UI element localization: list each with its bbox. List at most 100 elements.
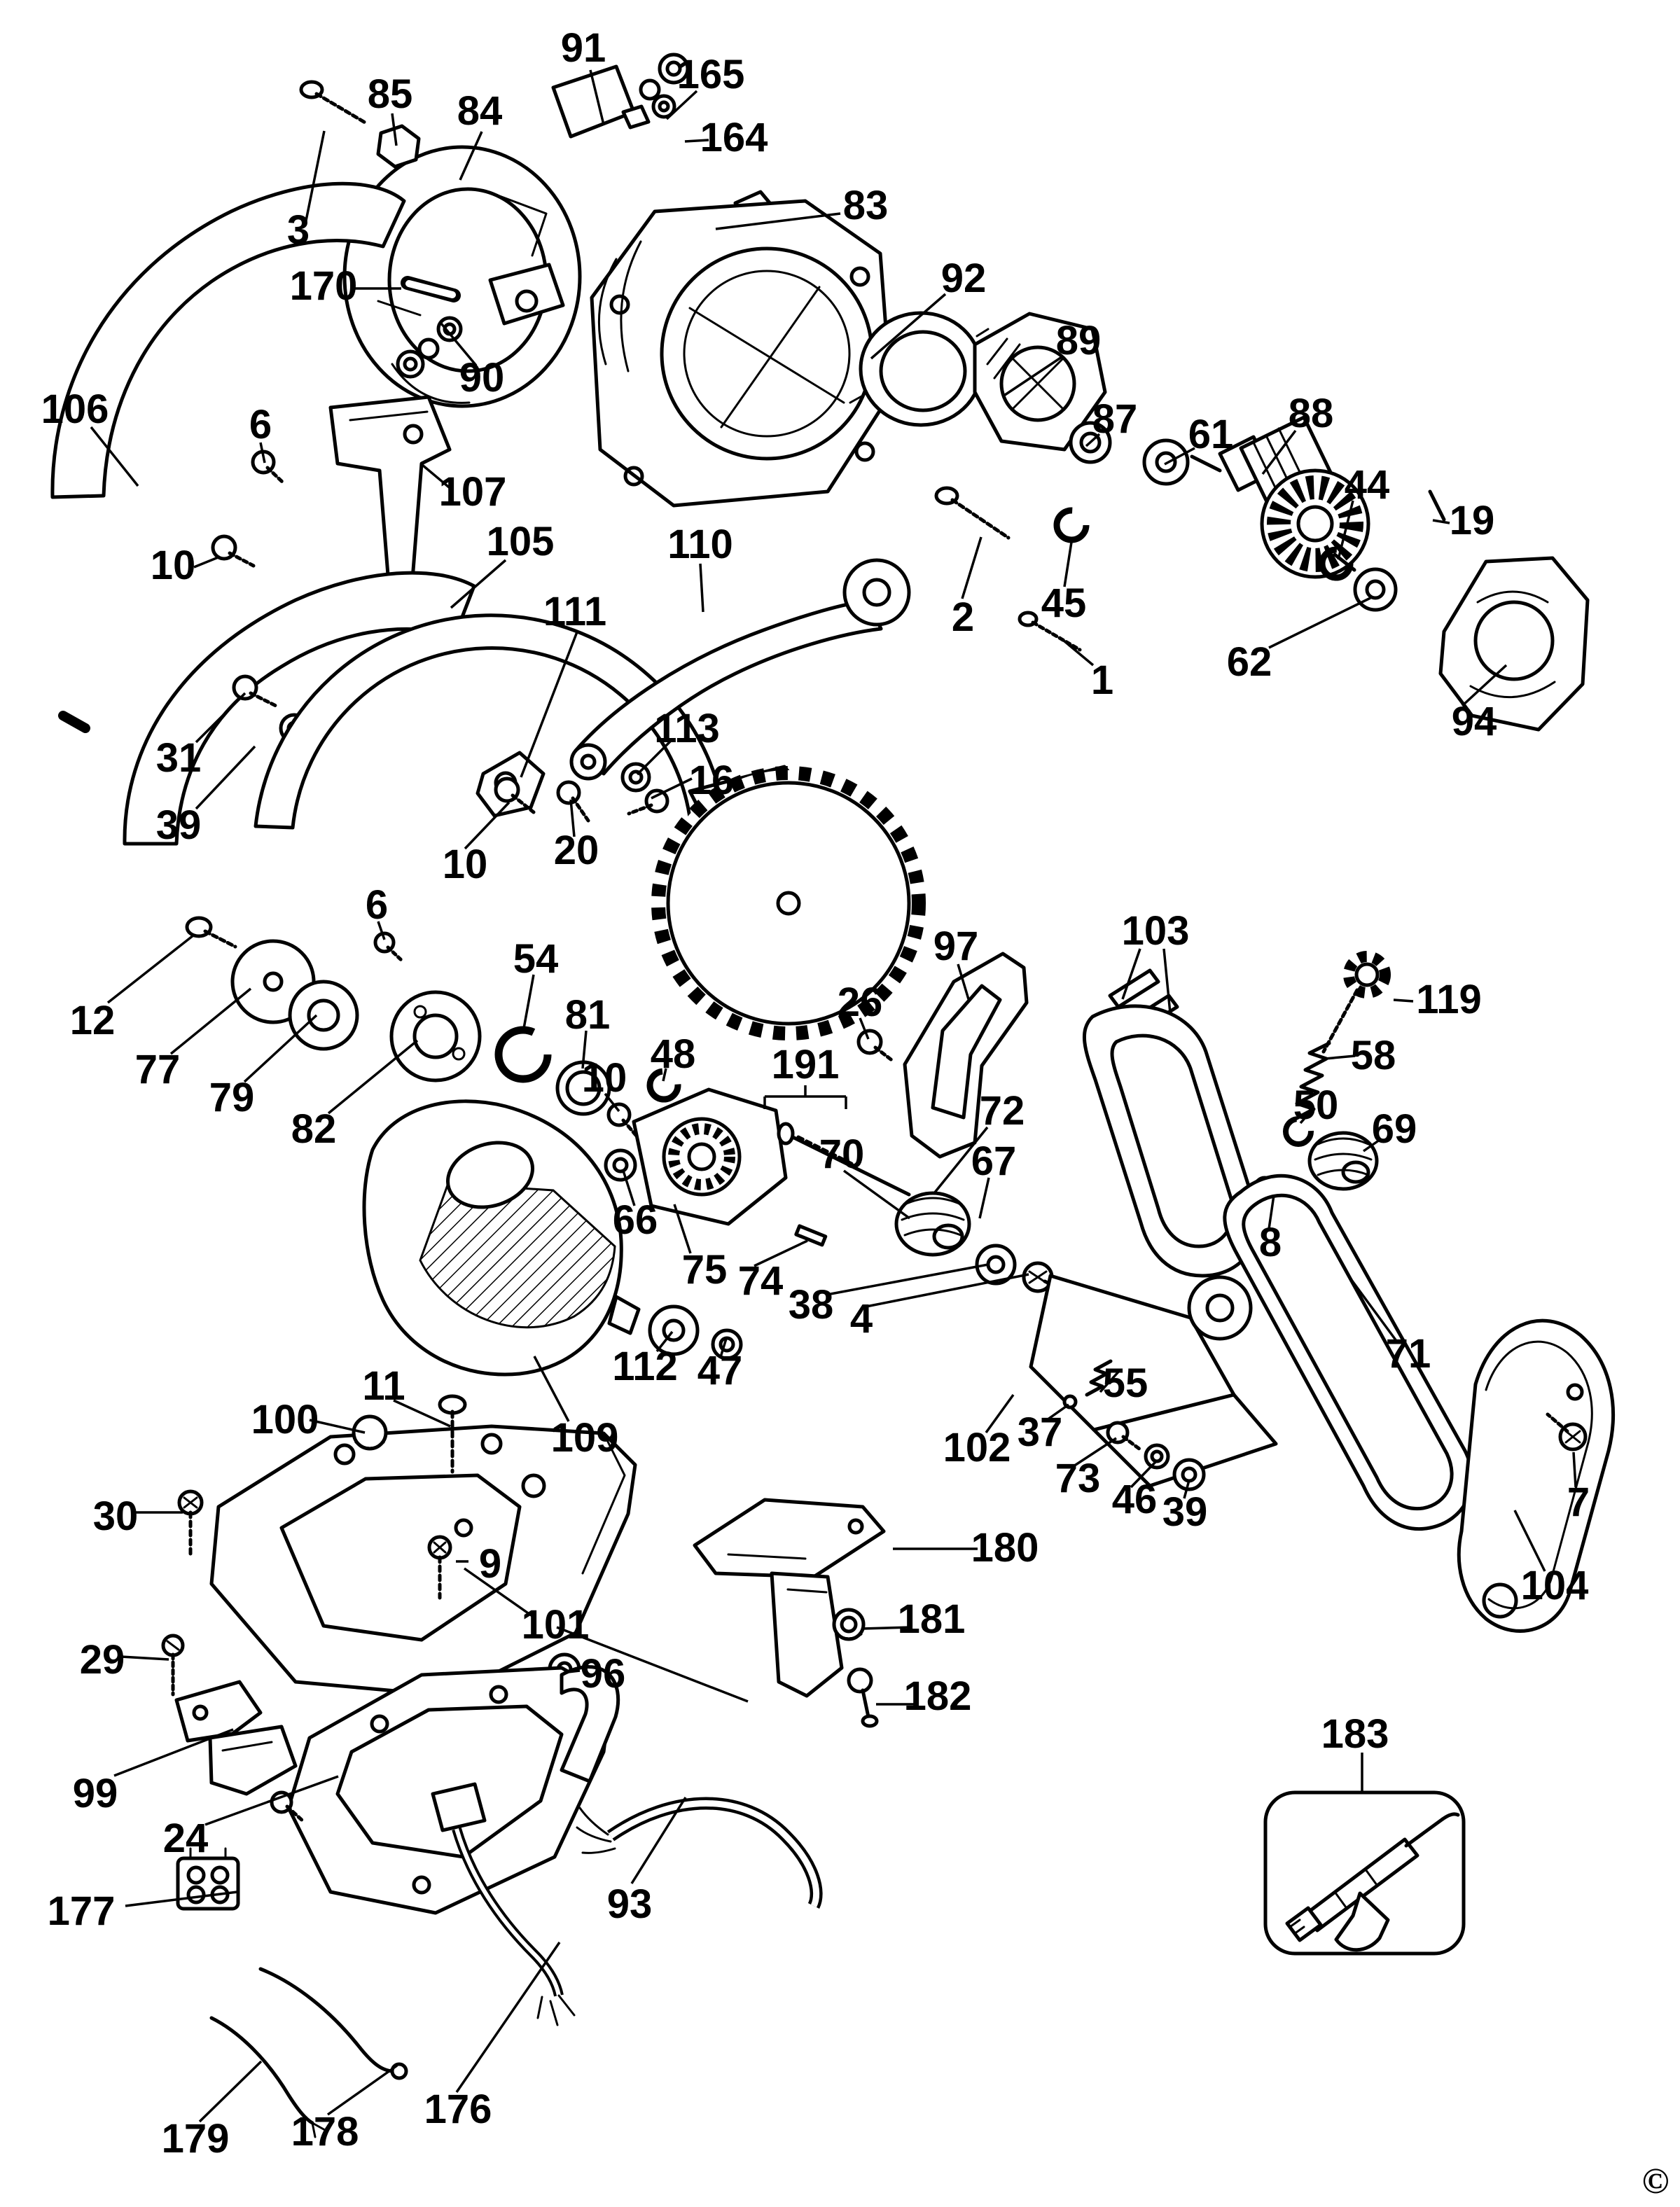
- lower-guard-109: [362, 1099, 641, 1377]
- leader-line: [106, 934, 195, 1004]
- part-label-102: 102: [943, 1425, 1011, 1470]
- part-label-79: 79: [209, 1075, 255, 1120]
- part-label-8: 8: [1259, 1220, 1282, 1265]
- part-label-45: 45: [1041, 580, 1087, 626]
- leader-line: [861, 1626, 912, 1630]
- screw-30: [177, 1489, 204, 1558]
- cord-93: [576, 1797, 823, 1909]
- leader-line: [957, 963, 970, 1000]
- screw-9: [427, 1535, 452, 1600]
- part-label-176: 176: [424, 2087, 492, 2132]
- leader-line: [1337, 500, 1354, 560]
- leader-line: [665, 90, 698, 120]
- part-label-178: 178: [291, 2109, 359, 2154]
- leader-line: [870, 293, 947, 360]
- washer-38: [975, 1244, 1017, 1286]
- washer-112: [648, 1304, 700, 1356]
- leader-line: [522, 974, 535, 1033]
- part-label-181: 181: [898, 1596, 966, 1642]
- spring-58: [1291, 1041, 1331, 1122]
- leader-line: [1130, 1461, 1157, 1489]
- leader-line: [842, 1169, 911, 1220]
- spindle-191: [777, 1122, 911, 1197]
- part-label-48: 48: [651, 1031, 696, 1077]
- part-label-109: 109: [551, 1415, 619, 1461]
- bushing-66: [604, 1148, 637, 1182]
- leader-line: [90, 426, 139, 487]
- screw-11: [438, 1394, 467, 1474]
- part-label-107: 107: [439, 469, 507, 515]
- part-label-103: 103: [1122, 908, 1190, 954]
- part-label-165: 165: [677, 52, 745, 97]
- leader-line: [120, 1655, 169, 1661]
- leader-line: [1348, 1276, 1398, 1342]
- leader-line: [459, 131, 483, 181]
- part-label-31: 31: [156, 735, 202, 781]
- part-label-39: 39: [1162, 1489, 1208, 1535]
- leader-line: [393, 1399, 451, 1428]
- leader-line: [684, 139, 709, 143]
- leader-line: [961, 536, 983, 599]
- leader-line: [655, 1330, 674, 1353]
- leader-line: [305, 130, 326, 221]
- leader-line: [1121, 948, 1141, 1000]
- part-label-71: 71: [1386, 1331, 1431, 1377]
- leader-line: [1393, 998, 1414, 1003]
- circlip-48: [646, 1068, 681, 1103]
- leader-line: [464, 801, 511, 850]
- part-label-119: 119: [1416, 977, 1482, 1022]
- knob-119: [1321, 951, 1391, 1054]
- leader-line: [1324, 1054, 1356, 1060]
- part-label-180: 180: [971, 1525, 1039, 1571]
- service-tool-box-183: [1263, 1790, 1466, 1956]
- part-label-55: 55: [1103, 1360, 1148, 1406]
- part-label-26: 26: [838, 980, 883, 1025]
- leader-line: [193, 555, 221, 569]
- guard-plate-97: [903, 952, 1029, 1159]
- part-label-105: 105: [487, 519, 555, 564]
- side-guard-106: [50, 181, 406, 499]
- part-label-170: 170: [290, 263, 358, 309]
- leader-line: [933, 1126, 989, 1195]
- leader-line: [630, 1797, 687, 1884]
- part-label-16: 16: [689, 758, 735, 803]
- terminal-90: [396, 263, 565, 379]
- leader-line: [604, 1092, 620, 1113]
- screw-24: [270, 1790, 306, 1824]
- screw-6a: [251, 450, 286, 485]
- ring-54: [494, 1026, 552, 1083]
- switch-99: [174, 1680, 298, 1796]
- part-label-110: 110: [667, 522, 733, 567]
- part-label-6: 6: [366, 882, 388, 928]
- motor-housing-83: [590, 199, 893, 508]
- leader-line: [1363, 1139, 1380, 1153]
- part-label-104: 104: [1521, 1563, 1589, 1608]
- bracket-180: [693, 1498, 886, 1698]
- saw-blade: [651, 766, 926, 1040]
- leader-line: [1572, 1451, 1577, 1488]
- part-label-11: 11: [362, 1363, 405, 1409]
- leader-line: [866, 1273, 1029, 1308]
- pulley-69: [1307, 1131, 1379, 1191]
- part-label-101: 101: [522, 1602, 590, 1648]
- pin-170: [401, 276, 461, 302]
- leader-line: [309, 1419, 366, 1434]
- leader-line: [569, 799, 576, 837]
- pulley-70: [894, 1191, 971, 1257]
- leader-line: [259, 442, 266, 464]
- screw-26: [856, 1029, 896, 1064]
- leader-line: [1268, 1195, 1275, 1230]
- part-label-20: 20: [554, 828, 599, 873]
- part-label-106: 106: [41, 387, 109, 432]
- brake-ring-84: [342, 145, 582, 408]
- part-label-66: 66: [613, 1197, 658, 1243]
- leader-line: [421, 464, 454, 492]
- leader-line: [391, 113, 398, 146]
- part-label-88: 88: [1289, 391, 1334, 436]
- part-label-44: 44: [1345, 462, 1390, 508]
- part-label-67: 67: [971, 1139, 1017, 1184]
- spring-55: [1085, 1359, 1113, 1397]
- leader-line: [1058, 636, 1095, 667]
